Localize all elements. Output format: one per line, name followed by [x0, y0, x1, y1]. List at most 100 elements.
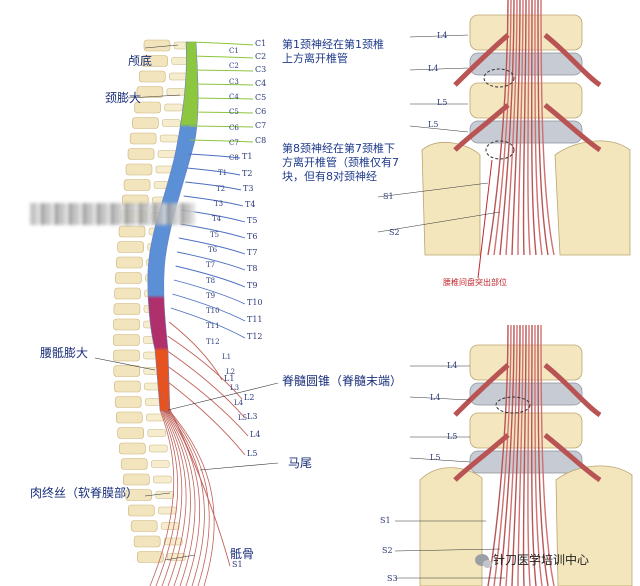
nerve-level-label: C2 [255, 52, 267, 61]
vertebral-body [116, 256, 143, 269]
nerve-fiber [534, 324, 543, 586]
vertebral-body [134, 101, 161, 114]
spinous-process [166, 88, 186, 96]
nerve-root-line [160, 391, 231, 567]
vertebral-body [123, 179, 151, 191]
nerve-root-line [183, 195, 244, 207]
spinous-process [150, 460, 170, 468]
leader-lines [94, 44, 279, 561]
nerve-fiber [522, 0, 527, 256]
vertebral-body [129, 132, 157, 145]
nerve-root-line [189, 139, 254, 143]
cauda-strand [164, 409, 196, 586]
vertebral-body [136, 86, 164, 98]
inner-level-label: T8 [206, 276, 216, 285]
nerve-fiber [522, 324, 527, 586]
nerve-fiber [511, 0, 521, 256]
nerve-level-label: C3 [255, 65, 267, 74]
watermark-text: 针刀医学培训中心 [493, 553, 590, 567]
spinous-process [169, 72, 188, 81]
obscured-label [30, 203, 195, 225]
bot-level-2: L5 [447, 432, 458, 441]
vertebral-body [128, 504, 155, 517]
nerve-root-line [188, 153, 241, 159]
top-level-0: L4 [437, 31, 448, 40]
nerve-root-line [189, 125, 254, 128]
inner-level-label: T4 [212, 215, 222, 224]
spinous-process [153, 475, 172, 484]
inner-level-label: T6 [208, 245, 218, 254]
inner-level-label: T12 [206, 337, 220, 346]
cauda-strand [168, 409, 215, 586]
vertebral-body [132, 117, 159, 129]
label-sacrum: 骶骨 [230, 547, 255, 561]
nerve-fiber [517, 0, 524, 256]
vertebral-body [125, 163, 153, 176]
nerve-level-label: T6 [247, 232, 258, 241]
lumbar-panel-bottom [394, 324, 633, 586]
inner-level-label: C6 [229, 123, 239, 132]
nerve-level-label: L4 [250, 430, 261, 439]
vertebral-body [118, 225, 146, 238]
nerve-root-line [189, 97, 254, 100]
spinous-process [160, 522, 180, 530]
nerve-root-line [177, 251, 246, 271]
vertebral-body [114, 380, 141, 393]
spinous-process [164, 103, 183, 112]
inner-level-label: C2 [229, 62, 239, 71]
inner-level-label: T5 [210, 230, 220, 239]
disc-herniation-caption: 腰椎间盘突出部位 [443, 278, 507, 287]
cauda-strand [165, 409, 201, 586]
nerve-root-line [189, 69, 254, 72]
inner-level-label: L2 [226, 368, 236, 377]
nerve-fiber [487, 0, 509, 256]
top-sacral-0: S1 [383, 192, 394, 201]
nerve-level-label: T2 [242, 169, 253, 178]
top-level-3: L5 [428, 120, 439, 129]
inner-level-label: L5 [238, 414, 248, 423]
nerve-root-line [189, 55, 254, 59]
bot-sacral-1: S2 [382, 546, 393, 555]
nerve-fiber [537, 0, 549, 256]
nerve-root-line [178, 237, 246, 255]
lumbar-vertebra [469, 82, 583, 119]
nerve-fiber [487, 324, 509, 586]
exiting-nerve-root [543, 33, 602, 88]
inner-level-label: C5 [229, 108, 239, 117]
bot-level-1: L4 [430, 393, 441, 402]
label-conus-medullaris: 脊髓圆锥（脊髓末端） [282, 374, 403, 388]
nerve-fiber [537, 324, 549, 586]
label-skull-base: 颅底 [128, 54, 153, 68]
nerve-root-line [189, 111, 254, 114]
nerve-root-line [165, 349, 246, 419]
vertebral-body [113, 334, 140, 346]
vertebral-body [127, 148, 155, 160]
vertebral-body [137, 551, 164, 563]
nerve-root-line [168, 321, 223, 381]
nerve-roots [160, 41, 254, 567]
nerve-root-line [175, 265, 246, 288]
nerve-fiber [540, 0, 555, 256]
nerve-fiber [511, 324, 521, 586]
label-filum-terminale: 肉终丝（软脊膜部） [30, 486, 139, 500]
nerve-fiber [499, 324, 515, 586]
vertebral-body [113, 303, 141, 315]
nerve-root-line [189, 41, 254, 46]
nerve-fiber [517, 324, 524, 586]
exiting-nerve-root [543, 103, 602, 153]
nerve-fiber [493, 0, 512, 256]
vertebral-body [133, 535, 161, 548]
vertebral-body [123, 473, 150, 486]
nerve-fiber [534, 0, 543, 256]
nerve-fiber [540, 324, 555, 586]
vertebral-body [114, 287, 141, 300]
note-c8: 第8颈神经在第7颈椎下方离开椎管（颈椎仅有7块，但有8对颈神经 [282, 142, 399, 183]
nerve-root-line [162, 377, 246, 456]
inner-level-label: T11 [206, 322, 220, 331]
inner-level-label: T7 [206, 261, 216, 270]
vertebral-body [114, 396, 142, 408]
nerve-root-line [186, 167, 241, 176]
vertebral-body [113, 349, 140, 362]
vertebral-body [116, 411, 143, 424]
